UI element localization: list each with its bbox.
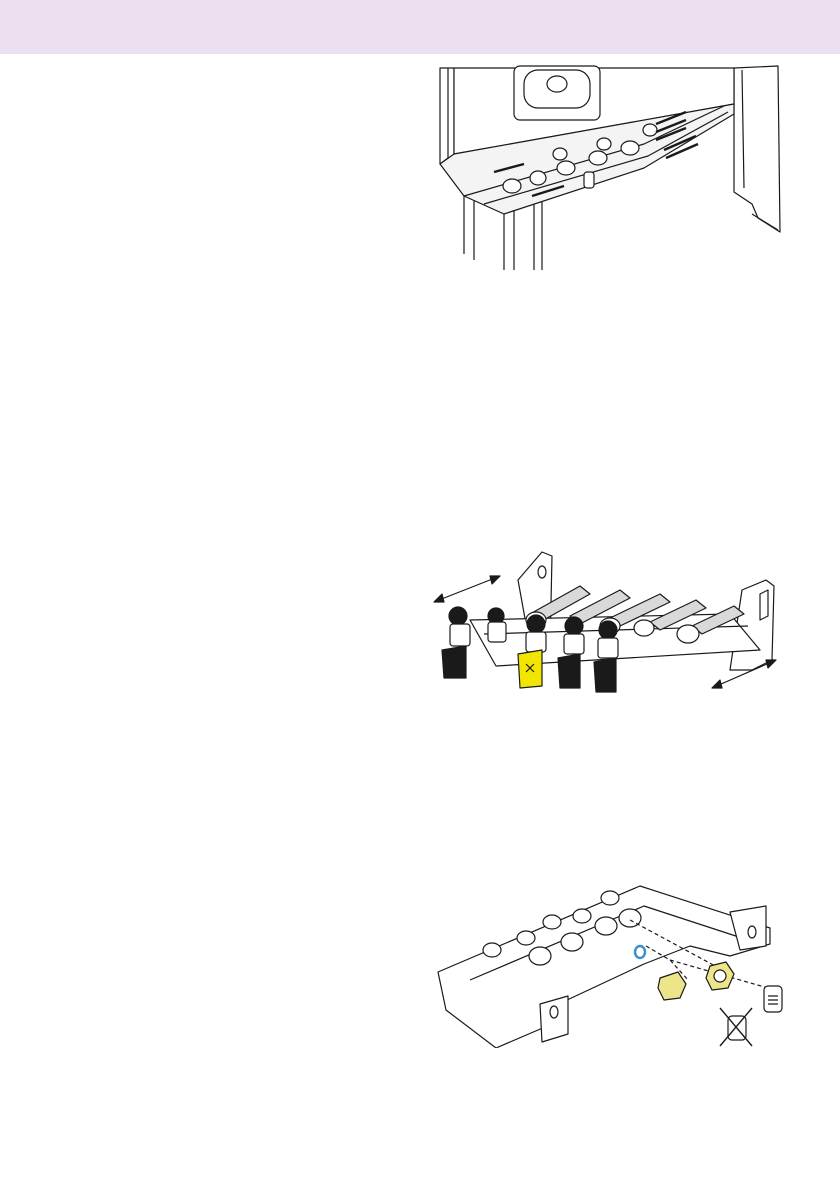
header-band xyxy=(0,0,840,54)
connection-bracket-illustration xyxy=(430,876,796,1048)
valve-manifold-illustration xyxy=(430,550,790,702)
boiler-open-casing-illustration xyxy=(434,64,784,272)
